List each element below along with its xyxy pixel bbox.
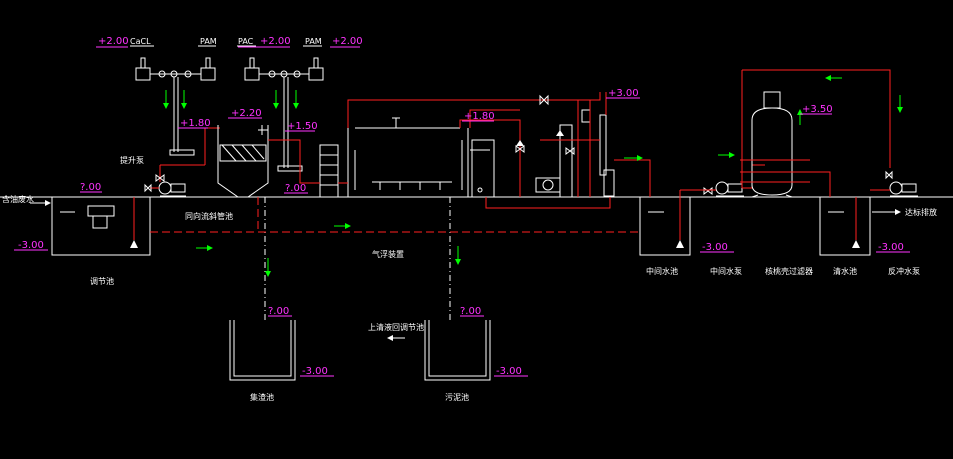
level-settler: +2.20 xyxy=(231,108,262,119)
level-clean-tank: -3.00 xyxy=(878,242,904,253)
level-intermediate-tank: -3.00 xyxy=(702,242,728,253)
flotation-unit xyxy=(319,117,495,198)
scum-tank xyxy=(229,320,296,381)
label-scum-tank: 集渣池 xyxy=(250,392,274,402)
label-lift-pump: 提升泵 xyxy=(120,155,144,165)
label-discharge: 达标排放 xyxy=(905,207,937,217)
level-sludge-bottom: -3.00 xyxy=(496,366,522,377)
sludge-tank xyxy=(424,320,491,381)
label-backwash-pump: 反冲水泵 xyxy=(888,266,920,276)
dissolved-air-system xyxy=(516,92,651,198)
valves xyxy=(144,94,893,195)
label-inlet: 含油废水 xyxy=(2,194,34,204)
chemical-label-pam-2: PAM xyxy=(305,37,322,46)
level-ground-mid: ?.00 xyxy=(285,183,306,194)
level-dosing-1: +1.80 xyxy=(180,118,211,129)
level-pam: +2.00 xyxy=(332,36,363,47)
level-regulating-tank: -3.00 xyxy=(18,240,44,251)
label-intermediate-tank: 中间水池 xyxy=(646,266,678,276)
label-flotation: 气浮装置 xyxy=(372,249,404,259)
label-clean-tank: 清水池 xyxy=(833,266,857,276)
level-pac: +2.00 xyxy=(260,36,291,47)
level-air-tank: +3.00 xyxy=(608,88,639,99)
inclined-tube-settler xyxy=(217,125,269,198)
chemical-label-cacl: CaCL xyxy=(130,37,151,46)
level-cacl: +2.00 xyxy=(98,36,129,47)
label-regulating-tank: 调节池 xyxy=(90,276,114,286)
chemical-label-pac: PAC xyxy=(238,37,254,46)
level-markers xyxy=(14,46,910,377)
level-flotation: +1.80 xyxy=(464,111,495,122)
lift-pump xyxy=(150,127,220,197)
label-intermediate-pump: 中间水泵 xyxy=(710,266,742,276)
level-filter: +3.50 xyxy=(802,104,833,115)
level-ground-left: ?.00 xyxy=(80,182,101,193)
dosing-units xyxy=(135,57,324,172)
level-scum-bottom: -3.00 xyxy=(302,366,328,377)
label-supernatant-return: 上清液回调节池 xyxy=(368,322,424,332)
backwash-pump xyxy=(870,181,918,197)
level-sludge-top: ?.00 xyxy=(460,306,481,317)
intermediate-tank xyxy=(639,190,691,256)
level-scum-top: ?.00 xyxy=(268,306,289,317)
label-walnut-filter: 核桃壳过滤器 xyxy=(765,266,813,276)
walnut-shell-filter xyxy=(740,69,891,198)
regulating-tank xyxy=(51,197,151,256)
label-sludge-tank: 污泥池 xyxy=(445,392,469,402)
label-inclined-tube: 同向流斜管池 xyxy=(185,211,233,221)
clean-water-tank xyxy=(819,197,871,256)
chemical-label-pam-1: PAM xyxy=(200,37,217,46)
level-dosing-2: +1.50 xyxy=(287,121,318,132)
